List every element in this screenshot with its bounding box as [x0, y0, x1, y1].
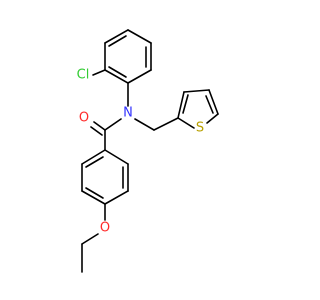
- bond-carbonyl-double: [90, 126, 103, 136]
- bond-carbonyl-double: [93, 121, 106, 131]
- bond: [177, 91, 185, 119]
- bond: [104, 190, 129, 205]
- bond: [183, 89, 210, 93]
- atom-label-carbonyl-oxygen: O: [79, 111, 89, 126]
- bond: [104, 69, 129, 84]
- bond: [108, 35, 127, 47]
- chlorophenyl-ring: [104, 29, 152, 84]
- bond: [108, 66, 127, 78]
- bond: [81, 190, 106, 205]
- bond: [206, 113, 219, 124]
- bond: [208, 89, 219, 115]
- bond-n-ch2: [134, 118, 155, 131]
- bond: [85, 156, 104, 168]
- atom-label-ether-oxygen: O: [100, 221, 110, 236]
- bond: [104, 29, 129, 44]
- bond-o-ch2: [81, 233, 99, 245]
- atom-label-sulfur: S: [196, 121, 204, 136]
- molecule-structure: Cl N O S O: [77, 29, 219, 273]
- atom-label-chlorine: Cl: [77, 68, 90, 83]
- thiophene-ring: [177, 89, 219, 129]
- bond: [85, 187, 104, 199]
- bond: [205, 95, 214, 114]
- bond: [81, 149, 106, 165]
- ethoxyphenyl-ring: [81, 149, 129, 205]
- bond: [127, 69, 152, 84]
- bond: [104, 149, 129, 165]
- bond: [127, 29, 152, 44]
- bond-c-cl: [92, 69, 106, 76]
- atom-label-nitrogen: N: [123, 106, 133, 121]
- bond-n-carbonyl: [104, 118, 122, 131]
- bond-ch2-thiophene: [153, 117, 179, 131]
- bond: [182, 94, 189, 114]
- bond: [177, 117, 195, 129]
